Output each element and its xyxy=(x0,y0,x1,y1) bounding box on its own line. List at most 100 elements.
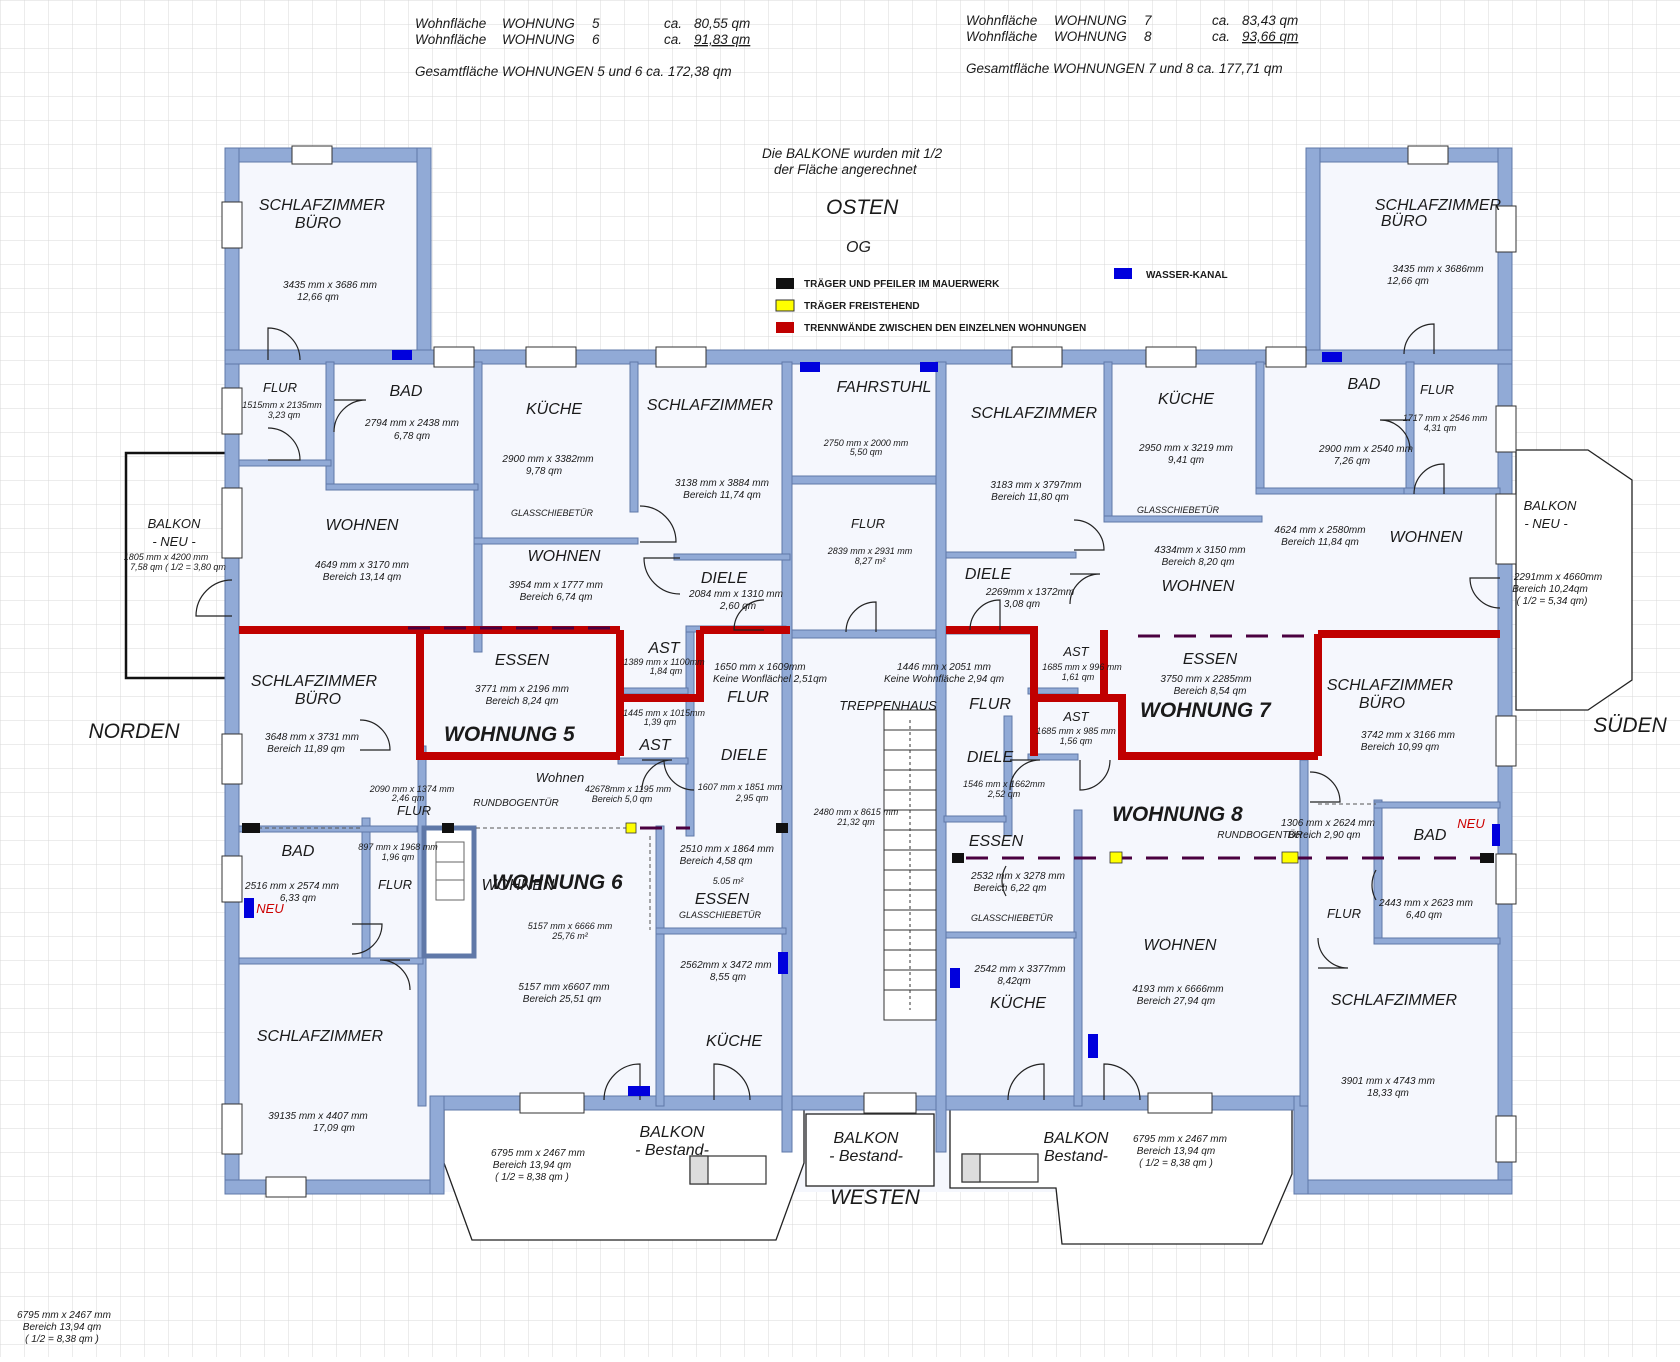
room-label: Keine Wonflächel 2,51qm xyxy=(713,674,827,685)
room-label: 7,58 qm ( 1/2 = 3,80 qm xyxy=(130,562,226,572)
room-label: Bereich 10,24qm xyxy=(1512,584,1588,595)
balconies xyxy=(124,449,1633,1245)
room-label: GLASSCHIEBETÜR xyxy=(679,910,762,920)
room-label: Bereich 4,58 qm xyxy=(680,856,753,867)
room-label: 2,95 qm xyxy=(735,793,769,803)
room-label: GLASSCHIEBETÜR xyxy=(1137,505,1220,515)
room-label: DIELE xyxy=(721,747,768,764)
room-label: 2516 mm x 2574 mm xyxy=(244,881,339,892)
room-label: 5157 mm x 6666 mm xyxy=(528,921,613,931)
doors xyxy=(195,323,1501,1101)
room-label: FLUR xyxy=(1420,382,1454,397)
room-label: SCHLAFZIMMER xyxy=(971,405,1098,422)
room-label: 4193 mm x 6666mm xyxy=(1132,984,1223,995)
room-label: 6,33 qm xyxy=(280,893,316,904)
room-label: 2291mm x 4660mm xyxy=(1513,572,1602,583)
header-area-6-ca: ca. xyxy=(664,32,682,47)
room-label: 17,09 qm xyxy=(313,1123,355,1134)
room-label: BAD xyxy=(1348,376,1381,393)
room-label: Bereich 8,20 qm xyxy=(1162,557,1235,568)
room-label: DIELE xyxy=(701,570,748,587)
room-label: 8,42qm xyxy=(997,976,1030,987)
room-label: 3183 mm x 3797mm xyxy=(990,480,1081,491)
legend-red-label: TRENNWÄNDE ZWISCHEN DEN EINZELNEN WOHNUN… xyxy=(804,321,1086,334)
room-label: 3435 mm x 3686 mm xyxy=(283,280,377,291)
room-label: FLUR xyxy=(969,696,1011,713)
room-label: BALKON xyxy=(1044,1130,1109,1147)
room-label: 6795 mm x 2467 mm xyxy=(17,1310,111,1321)
room-label: Bereich 11,74 qm xyxy=(683,490,761,501)
balcony-south-new xyxy=(1515,449,1633,711)
room-label: 3138 mm x 3884 mm xyxy=(675,478,769,489)
room-label: SÜDEN xyxy=(1593,714,1667,737)
room-label: AST xyxy=(1062,644,1089,659)
room-label: 4,31 qm xyxy=(1424,423,1457,433)
legend-swatch-yellow xyxy=(775,299,795,312)
room-label: BÜRO xyxy=(295,214,341,232)
room-label: 7,26 qm xyxy=(1334,456,1370,467)
room-label: 39135 mm x 4407 mm xyxy=(268,1111,368,1122)
room-label: BAD xyxy=(282,843,315,860)
header-area-5-label: Wohnfläche xyxy=(415,16,486,31)
room-label: GLASSCHIEBETÜR xyxy=(971,913,1054,923)
room-label: 5157 mm x6607 mm xyxy=(518,982,609,993)
balcony-north-new xyxy=(124,451,228,680)
room-label: - Bestand- xyxy=(829,1148,903,1165)
room-label: DIELE xyxy=(965,566,1012,583)
room-label: 3750 mm x 2285mm xyxy=(1160,674,1251,685)
room-label: ESSEN xyxy=(495,652,550,669)
room-label: Bereich 10,99 qm xyxy=(1361,742,1439,753)
room-label: 8,55 qm xyxy=(710,972,746,983)
header-area-5-ca: ca. xyxy=(664,16,682,31)
room-label: RUNDBOGENTÜR xyxy=(473,797,559,809)
room-label: 5,50 qm xyxy=(850,447,883,457)
unit-label-8: WOHNUNG 8 xyxy=(1112,803,1243,826)
header-total-56: Gesamtfläche WOHNUNGEN 5 und 6 ca. 172,3… xyxy=(415,64,732,79)
room-label: Bereich 5,0 qm xyxy=(592,794,653,804)
room-label: 2510 mm x 1864 mm xyxy=(679,844,774,855)
room-label: SCHLAFZIMMER xyxy=(251,673,378,690)
direction-west: WESTEN xyxy=(830,1186,921,1209)
header-area-7-label: Wohnfläche xyxy=(966,13,1037,28)
direction-labels: OSTEN WESTEN xyxy=(826,196,921,1209)
header-areas: Wohnfläche WOHNUNG 5 ca. 80,55 qm Wohnfl… xyxy=(415,13,1298,256)
header-area-8-value: 93,66 qm xyxy=(1242,29,1298,44)
room-label: 1,61 qm xyxy=(1062,672,1095,682)
room-label: 9,41 qm xyxy=(1168,455,1204,466)
room-label: FAHRSTUHL xyxy=(837,379,932,396)
room-label: 12,66 qm xyxy=(297,292,339,303)
room-label: 3954 mm x 1777 mm xyxy=(509,580,603,591)
room-label: 4624 mm x 2580mm xyxy=(1274,525,1365,536)
room-label: FLUR xyxy=(851,516,885,531)
room-label: 4334mm x 3150 mm xyxy=(1154,545,1245,556)
room-label: ESSEN xyxy=(969,833,1024,850)
room-label: 1,56 qm xyxy=(1060,736,1093,746)
room-label: SCHLAFZIMMER xyxy=(257,1028,384,1045)
header-total-78: Gesamtfläche WOHNUNGEN 7 und 8 ca. 177,7… xyxy=(966,61,1283,76)
room-label: 2839 mm x 2931 mm xyxy=(827,546,913,556)
room-label: 42678mm x 1195 mm xyxy=(585,784,672,794)
room-label: AST xyxy=(1062,709,1089,724)
windows xyxy=(221,145,1517,1198)
room-label: ESSEN xyxy=(1183,651,1238,668)
room-label: AST xyxy=(647,640,680,657)
room-label: Bereich 13,94 qm xyxy=(493,1160,571,1171)
room-label: 6,40 qm xyxy=(1406,910,1442,921)
staircase xyxy=(883,709,937,1021)
room-label: Bereich 13,14 qm xyxy=(323,572,401,583)
room-label: SCHLAFZIMMER xyxy=(1331,992,1458,1009)
room-label: 1650 mm x 1609mm xyxy=(714,662,805,673)
room-label: 6,78 qm xyxy=(394,431,430,442)
header-area-6-num: 6 xyxy=(592,32,600,47)
room-label: 2,46 qm xyxy=(391,793,425,803)
room-label: KÜCHE xyxy=(706,1032,762,1050)
balcony-west-middle xyxy=(805,1113,935,1187)
balkon-note-2: der Fläche angerechnet xyxy=(774,162,918,177)
room-label: 2269mm x 1372mm xyxy=(985,587,1074,598)
balcony-furniture xyxy=(689,1153,1039,1185)
room-label: WOHNEN xyxy=(482,877,555,894)
header-area-7-ca: ca. xyxy=(1212,13,1230,28)
room-label: 1805 mm x 4200 mm xyxy=(124,552,209,562)
header-area-8-ca: ca. xyxy=(1212,29,1230,44)
